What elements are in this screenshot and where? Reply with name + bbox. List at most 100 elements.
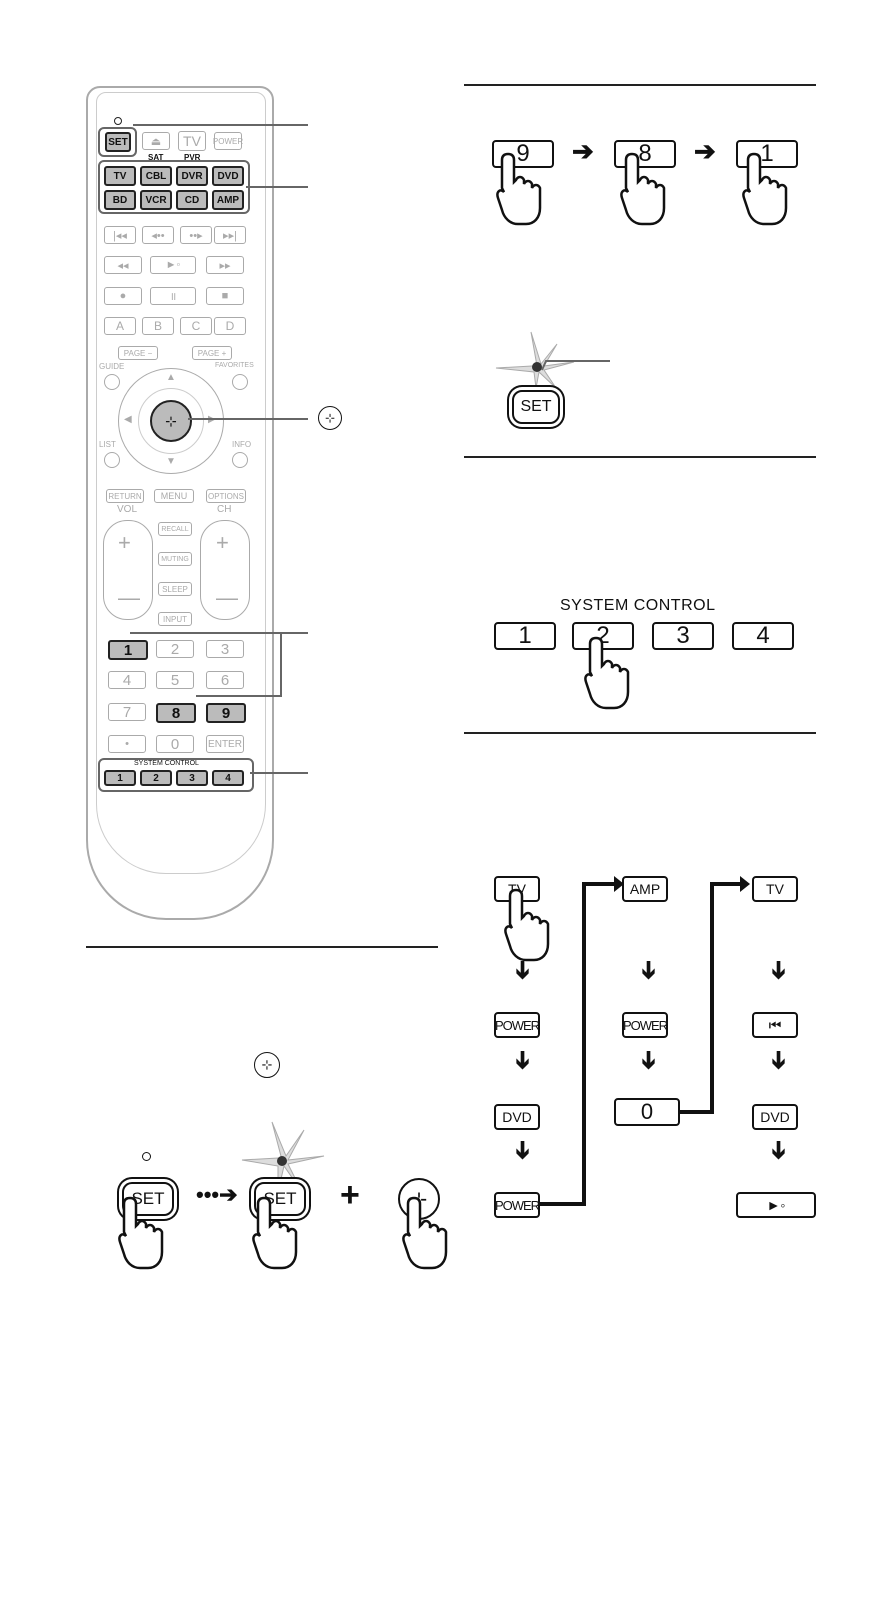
muting-key[interactable]: MUTING (158, 552, 192, 566)
number-key-4[interactable]: 4 (108, 671, 146, 689)
options-key[interactable]: OPTIONS (206, 489, 246, 503)
system-control-key-1[interactable]: 1 (104, 770, 136, 786)
macro-col3-key-2[interactable]: DVD (752, 1104, 798, 1130)
device-key-vcr[interactable]: VCR (140, 190, 172, 210)
ff-key[interactable]: ▸▸ (206, 256, 244, 274)
device-key-cd[interactable]: CD (176, 190, 208, 210)
number-key-6[interactable]: 6 (206, 671, 244, 689)
replay-key[interactable]: ◂•• (142, 226, 174, 244)
favorites-button[interactable] (232, 374, 248, 390)
number-key-1[interactable]: 1 (108, 640, 148, 660)
arrow-down-icon: ➔ (635, 1049, 663, 1071)
step-system-key-3[interactable]: 3 (652, 622, 714, 650)
arrow-right-icon: ➔ (694, 136, 716, 166)
sat-label: SAT (148, 153, 164, 162)
letter-key-c[interactable]: C (180, 317, 212, 335)
enter-key[interactable]: ENTER (206, 735, 244, 753)
recall-key[interactable]: RECALL (158, 522, 192, 536)
dpad-left-icon[interactable]: ◀ (124, 414, 132, 425)
page-minus-key[interactable]: PAGE − (118, 346, 158, 360)
dot-key[interactable]: • (108, 735, 146, 753)
macro-col2-key-0[interactable]: AMP (622, 876, 668, 902)
number-key-3[interactable]: 3 (206, 640, 244, 658)
step-system-key-4[interactable]: 4 (732, 622, 794, 650)
macro-col3-key-3[interactable]: ►◦ (736, 1192, 816, 1218)
return-key[interactable]: RETURN (106, 489, 144, 503)
stop-key[interactable]: ■ (206, 287, 244, 305)
tv-key[interactable]: TV (178, 131, 206, 151)
macro-col2-key-1[interactable]: POWER (622, 1012, 668, 1038)
advance-key[interactable]: ••▸ (180, 226, 212, 244)
rewind-key[interactable]: ◂◂ (104, 256, 142, 274)
remote-inner-outline (96, 92, 266, 874)
letter-key-b[interactable]: B (142, 317, 174, 335)
ch-rocker[interactable] (200, 520, 250, 620)
dpad-down-icon[interactable]: ▼ (166, 456, 176, 467)
macro-col3-key-0[interactable]: TV (752, 876, 798, 902)
hand-press-icon (118, 1196, 164, 1270)
divider-step-3 (464, 732, 816, 734)
hand-press-icon (496, 152, 542, 226)
system-control-key-4[interactable]: 4 (212, 770, 244, 786)
hand-press-icon (504, 888, 550, 962)
set-group-box (98, 127, 137, 157)
prev-key[interactable]: |◂◂ (104, 226, 136, 244)
arrow-down-icon: ➔ (509, 1049, 537, 1071)
system-control-key-3[interactable]: 3 (176, 770, 208, 786)
macro-col3-key-1[interactable]: ⏮ (752, 1012, 798, 1038)
pause-key[interactable]: ॥ (150, 287, 196, 305)
vol-plus-icon[interactable]: + (118, 530, 131, 555)
device-key-amp[interactable]: AMP (212, 190, 244, 210)
hand-press-icon (620, 152, 666, 226)
step-system-key-1[interactable]: 1 (494, 622, 556, 650)
dpad-center-button[interactable]: ⊹ (150, 400, 192, 442)
letter-key-d[interactable]: D (214, 317, 246, 335)
ch-minus-icon[interactable]: — (216, 585, 238, 610)
macro-col1-key-3[interactable]: POWER (494, 1192, 540, 1218)
vol-label: VOL (117, 504, 138, 515)
next-key[interactable]: ▸▸| (214, 226, 246, 244)
code-key-1[interactable]: 1 (736, 140, 798, 168)
code-key-8[interactable]: 8 (614, 140, 676, 168)
divider-left-step (86, 946, 438, 948)
divider-step-1 (464, 84, 816, 86)
callout-line-eightnine (196, 695, 282, 697)
ch-plus-icon[interactable]: + (216, 530, 229, 555)
number-key-5[interactable]: 5 (156, 671, 194, 689)
play-key[interactable]: ►◦ (150, 256, 196, 274)
info-button[interactable] (232, 452, 248, 468)
input-key[interactable]: INPUT (158, 612, 192, 626)
macro-col2-key-2[interactable]: 0 (614, 1098, 680, 1126)
power-key[interactable]: POWER (213, 132, 243, 150)
remote-system-control-label: SYSTEM CONTROL (134, 760, 199, 767)
dpad-ring[interactable] (118, 368, 224, 474)
page-plus-key[interactable]: PAGE + (192, 346, 232, 360)
zero-key[interactable]: 0 (156, 735, 194, 753)
number-key-7[interactable]: 7 (108, 703, 146, 721)
guide-label: GUIDE (99, 362, 125, 371)
device-key-dvr[interactable]: DVR (176, 166, 208, 186)
sleep-key[interactable]: SLEEP (158, 582, 192, 596)
list-button[interactable] (104, 452, 120, 468)
device-key-bd[interactable]: BD (104, 190, 136, 210)
number-key-2[interactable]: 2 (156, 640, 194, 658)
system-control-key-2[interactable]: 2 (140, 770, 172, 786)
vol-minus-icon[interactable]: — (118, 585, 140, 610)
letter-key-a[interactable]: A (104, 317, 136, 335)
dpad-up-icon[interactable]: ▲ (166, 372, 176, 383)
device-key-dvd[interactable]: DVD (212, 166, 244, 186)
number-key-9[interactable]: 9 (206, 703, 246, 723)
guide-button[interactable] (104, 374, 120, 390)
set-key[interactable]: SET (105, 132, 131, 152)
macro-col1-key-1[interactable]: POWER (494, 1012, 540, 1038)
menu-key[interactable]: MENU (154, 489, 194, 503)
macro-col1-key-2[interactable]: DVD (494, 1104, 540, 1130)
device-key-tv[interactable]: TV (104, 166, 136, 186)
eject-key[interactable]: ⏏ (142, 132, 170, 150)
callout-line-set (133, 124, 308, 126)
device-key-cbl[interactable]: CBL (140, 166, 172, 186)
number-key-8[interactable]: 8 (156, 703, 196, 723)
step-set-key[interactable]: SET (512, 390, 560, 424)
vol-rocker[interactable] (103, 520, 153, 620)
rec-key[interactable]: ● (104, 287, 142, 305)
